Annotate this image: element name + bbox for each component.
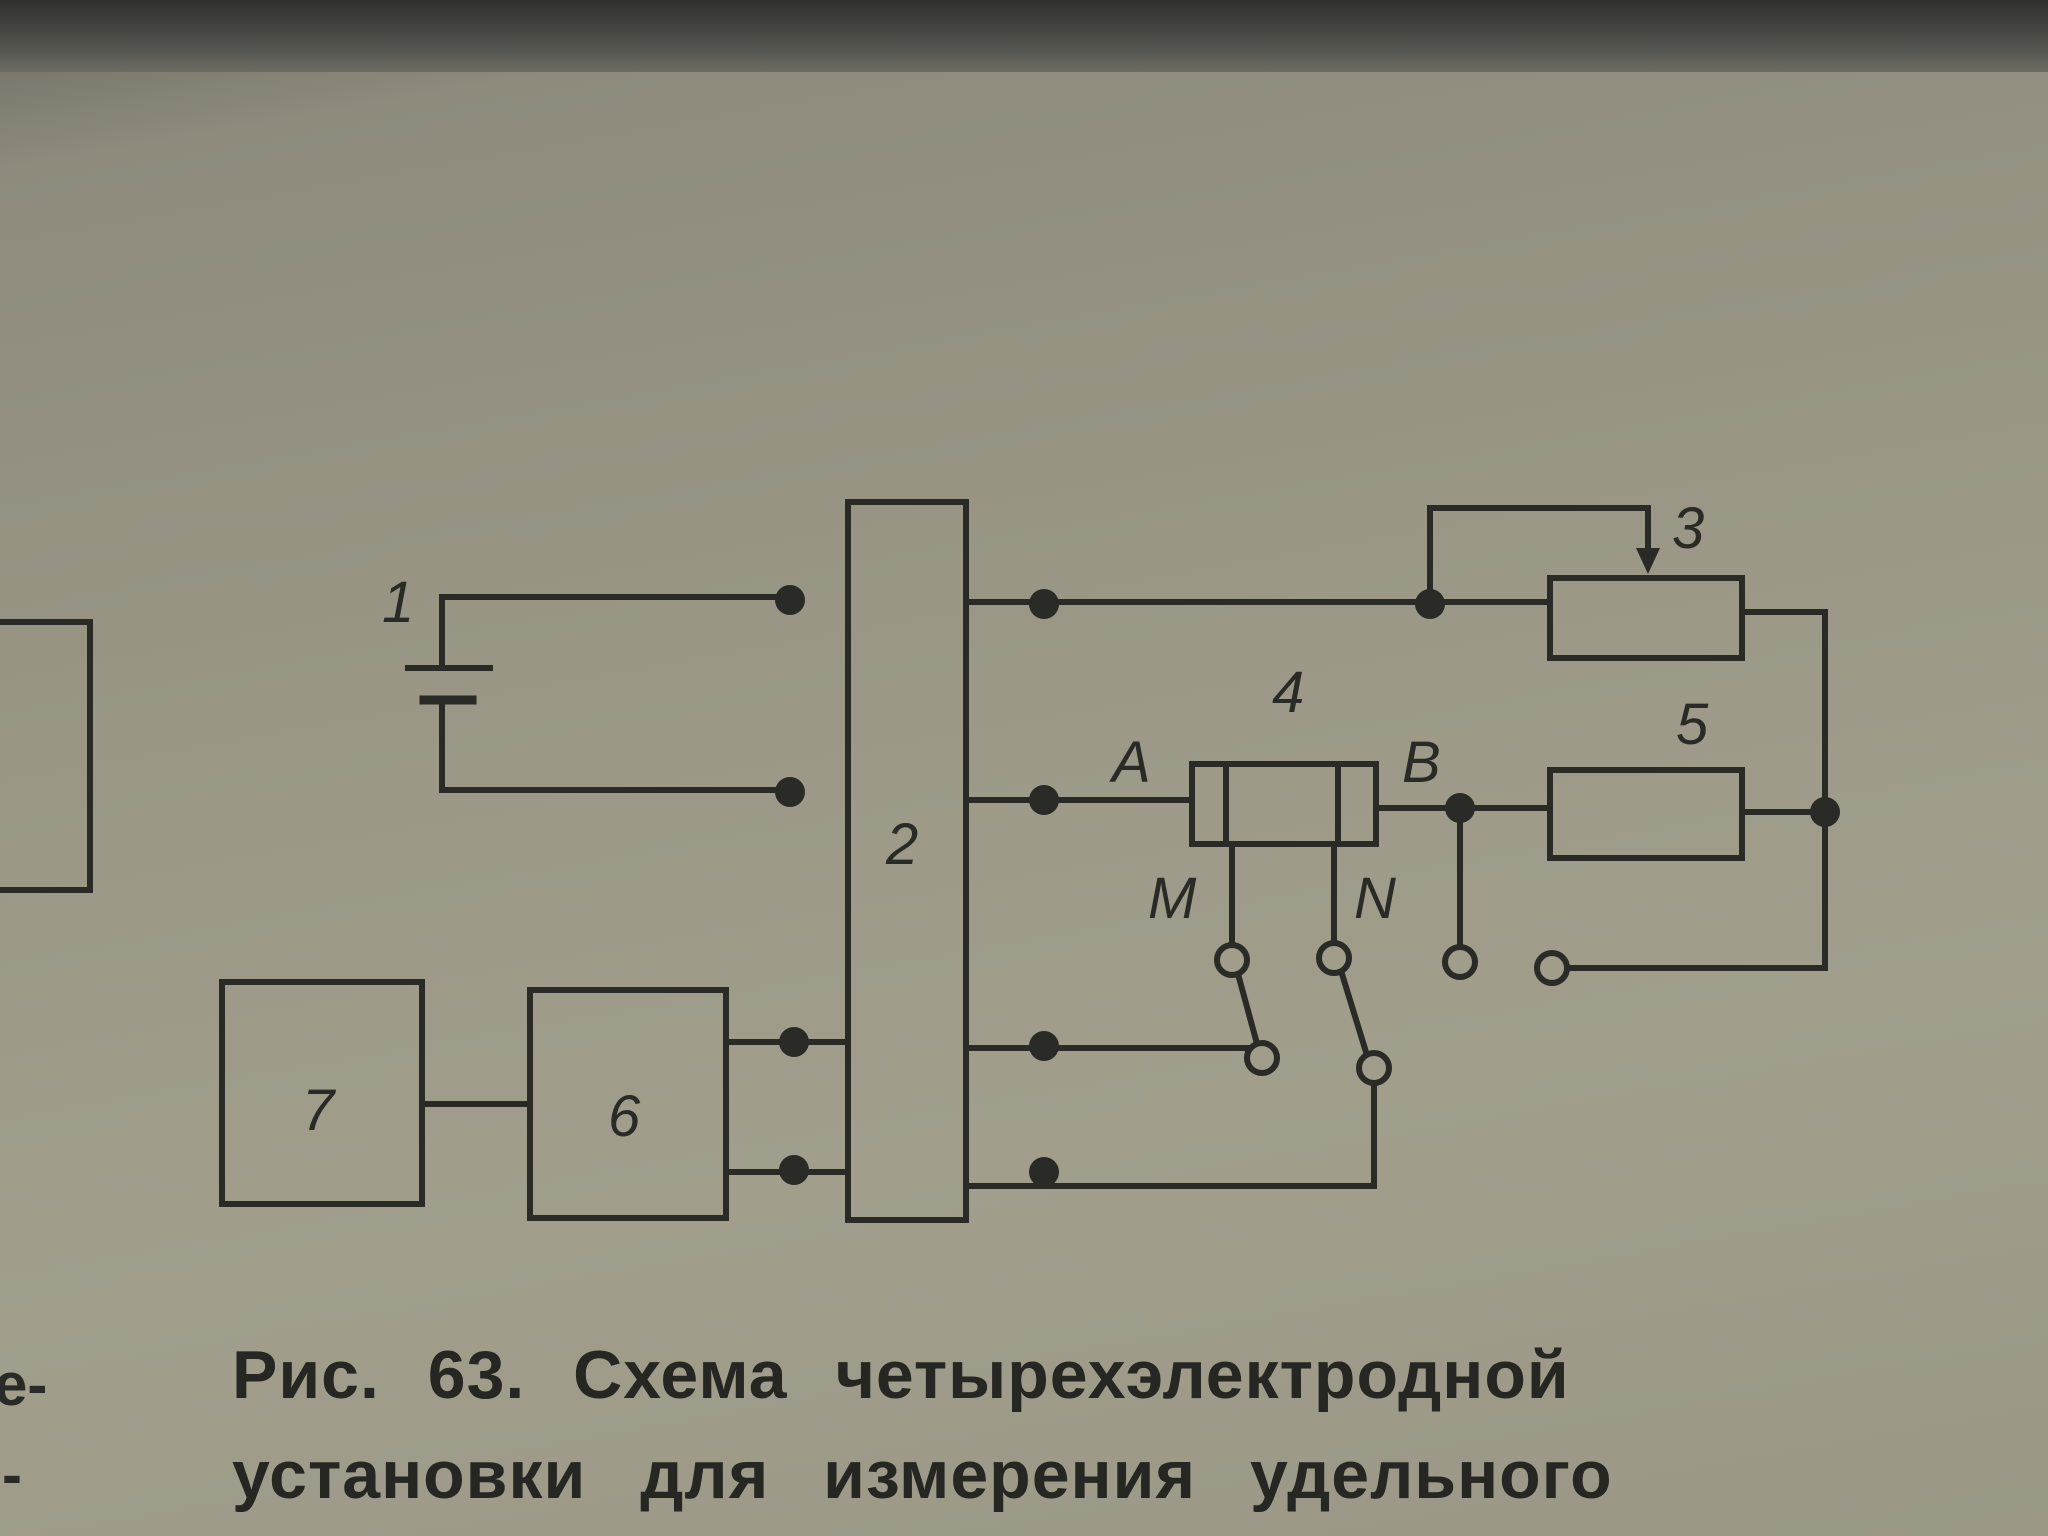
label-electrode-a: A bbox=[1109, 730, 1151, 795]
label-block-2: 2 bbox=[885, 812, 918, 877]
block-2 bbox=[845, 499, 969, 1223]
wires-right bbox=[963, 505, 1828, 1189]
label-probe-n: N bbox=[1354, 866, 1396, 931]
caption-line-2: установки для измерения удельного bbox=[232, 1437, 1613, 1513]
resistor-5 bbox=[1547, 767, 1745, 861]
label-block-7: 7 bbox=[302, 1078, 337, 1143]
left-edge-box bbox=[0, 619, 93, 893]
label-battery-1: 1 bbox=[382, 570, 414, 635]
label-electrode-b: B bbox=[1402, 730, 1441, 795]
terminals bbox=[1214, 940, 1570, 1086]
sample-4 bbox=[1189, 761, 1379, 847]
rheostat-3 bbox=[1547, 575, 1745, 661]
label-rheostat-3: 3 bbox=[1672, 496, 1704, 561]
label-probe-m: M bbox=[1148, 866, 1197, 931]
left-margin-fragment-2: - bbox=[2, 1441, 22, 1508]
caption-line-1: Рис. 63. Схема четырехэлектродной bbox=[232, 1337, 1570, 1413]
left-margin-fragment-1: е- bbox=[0, 1351, 48, 1418]
label-block-6: 6 bbox=[608, 1084, 641, 1149]
rheostat-arrow bbox=[1636, 548, 1660, 574]
label-sample-4: 4 bbox=[1272, 660, 1304, 725]
label-resistor-5: 5 bbox=[1676, 692, 1709, 757]
block-7 bbox=[219, 979, 425, 1207]
book-top-edge bbox=[0, 0, 2048, 72]
junction-dots bbox=[775, 585, 1840, 1187]
battery-1 bbox=[405, 594, 793, 793]
